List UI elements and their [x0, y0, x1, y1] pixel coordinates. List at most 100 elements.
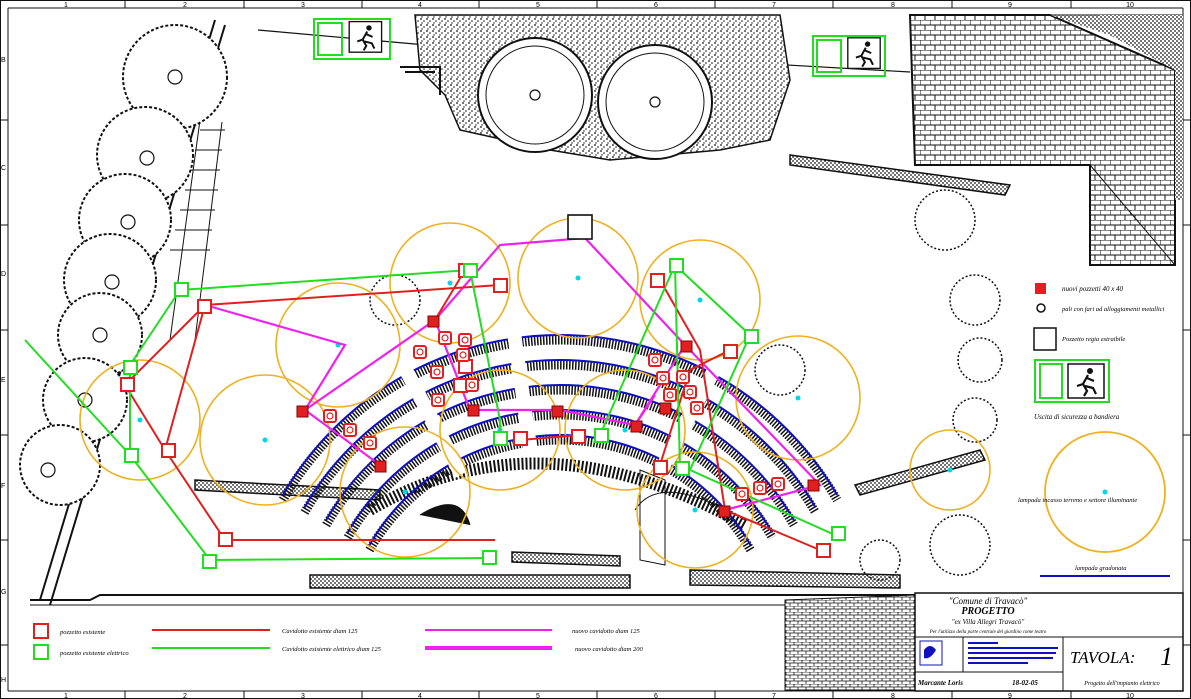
- lamp-center: [947, 467, 953, 473]
- legend-emergency-exit: Uscita di sicurezza a bandiera: [1034, 413, 1120, 421]
- legend-existing-electric-duct: Cavidotto esistente elettrico diam 125: [282, 646, 382, 653]
- existing-electric-box: [202, 554, 217, 569]
- new-manhole: [296, 405, 309, 418]
- seat-step-lamp-box: [690, 401, 704, 415]
- grid-number-top: 9: [1008, 2, 1012, 9]
- lamp-center: [692, 507, 698, 513]
- existing-duct-lines: [124, 269, 821, 551]
- seat-step-lamp-box: [413, 345, 427, 359]
- existing-box: [161, 443, 176, 458]
- grid-letter: F: [1, 483, 5, 490]
- existing-electric-box: [594, 428, 609, 443]
- grid-number-bottom: 10: [1126, 693, 1134, 699]
- emergency-exit-sign: [313, 18, 391, 60]
- ground-lamp-symbol: [1044, 431, 1166, 553]
- existing-box-symbol: [33, 623, 49, 639]
- existing-box: [653, 460, 668, 475]
- lamp-center: [622, 427, 628, 433]
- new-manhole: [630, 420, 643, 433]
- grid-number-top: 1: [64, 2, 68, 9]
- seating-tier: [279, 335, 841, 503]
- seat-step-lamp-box: [363, 436, 377, 450]
- sheet-number: 1: [1160, 642, 1173, 671]
- seat-step-lamp: [433, 368, 441, 376]
- project-description: Per l'utilizzo della parte centrale del …: [929, 630, 1047, 635]
- new-manholes: [296, 315, 820, 518]
- new-manhole: [374, 460, 387, 473]
- legend-existing-electric-box: pozzetto esistente elettrico: [59, 650, 129, 657]
- new-manhole: [427, 315, 440, 328]
- tree-row: [19, 24, 228, 506]
- grid-number-bottom: 7: [772, 693, 776, 699]
- legend-lamp-posts: pali con fari ad alloggiamenti metallici: [1061, 306, 1165, 313]
- seat-step-lamp: [416, 348, 424, 356]
- grid-number-bottom: 8: [891, 693, 895, 699]
- existing-electric-box: [744, 329, 759, 344]
- retractable-box-symbol: [1033, 327, 1057, 351]
- new-manhole: [807, 479, 820, 492]
- new-manhole: [680, 340, 693, 353]
- municipality-name: "Comune di Travacò": [949, 596, 1028, 606]
- light-circle: [439, 369, 561, 491]
- designer-stamp-text: [968, 642, 1058, 664]
- lamp-center: [402, 489, 408, 495]
- lamp-center: [137, 417, 143, 423]
- existing-electric-box: [174, 282, 189, 297]
- existing-box: [218, 532, 233, 547]
- new-manhole-symbol: [1035, 283, 1046, 294]
- step-lamp-line: [325, 384, 795, 521]
- seat-step-lamp: [666, 391, 674, 399]
- seat-step-lamp-box: [663, 388, 677, 402]
- legend-existing-duct: Cavidotto esistente diam 125: [282, 628, 358, 635]
- existing-electric-box: [493, 431, 508, 446]
- designer-name: Marcante Loris: [917, 679, 963, 687]
- seat-step-lamp-box: [430, 365, 444, 379]
- lamp-center: [447, 280, 453, 286]
- seat-step-lamp-box: [676, 370, 690, 384]
- light-circle: [636, 451, 754, 569]
- seat-step-lamp: [756, 484, 764, 492]
- lamp-center: [697, 297, 703, 303]
- seat-step-lamp: [468, 381, 476, 389]
- existing-electric-box: [123, 360, 138, 375]
- existing-box: [120, 377, 135, 392]
- new-manhole: [659, 402, 672, 415]
- grid-number-top: 2: [183, 2, 187, 9]
- existing-box: [650, 273, 665, 288]
- seat-step-lamp: [693, 404, 701, 412]
- seat-step-lamp: [459, 351, 467, 359]
- legend-new-manhole: nuovi pozzetti 40 x 40: [1062, 285, 1124, 293]
- new-manhole: [718, 505, 731, 518]
- grid-number-top: 4: [418, 2, 422, 9]
- designer-logo-icon: [924, 646, 936, 659]
- grid-letter: H: [1, 677, 6, 684]
- existing-electric-box: [463, 263, 478, 278]
- grid-number-top: 3: [301, 2, 305, 9]
- existing-box: [723, 344, 738, 359]
- grid-letter: E: [1, 377, 6, 384]
- seat-step-lamp-box: [343, 423, 357, 437]
- grid-number-bottom: 3: [301, 693, 305, 699]
- building-roof: [908, 14, 1176, 266]
- seat-step-lamp: [441, 334, 449, 342]
- light-circle: [199, 374, 331, 506]
- seat-step-lamp: [434, 396, 442, 404]
- existing-electric-box-symbol: [33, 644, 49, 660]
- grid-number-top: 6: [654, 2, 658, 9]
- seat-step-lamp-box: [735, 487, 749, 501]
- seat-step-lamp-box: [456, 348, 470, 362]
- project-subject: "ex Villa Allegri Travacò": [952, 618, 1025, 626]
- seat-step-lamp: [679, 373, 687, 381]
- legend-retractable-box: Pozzetto regia estraibile: [1061, 336, 1125, 343]
- seat-step-lamp-box: [438, 331, 452, 345]
- grid-number-top: 10: [1126, 2, 1134, 9]
- sheet-label: TAVOLA:: [1070, 648, 1135, 667]
- lamp-post-symbol: [1036, 303, 1046, 313]
- seating-tier: [322, 385, 798, 528]
- light-circle: [564, 369, 686, 491]
- existing-electric-box: [482, 550, 497, 565]
- seat-step-lamp-box: [323, 409, 337, 423]
- light-circle: [79, 359, 201, 481]
